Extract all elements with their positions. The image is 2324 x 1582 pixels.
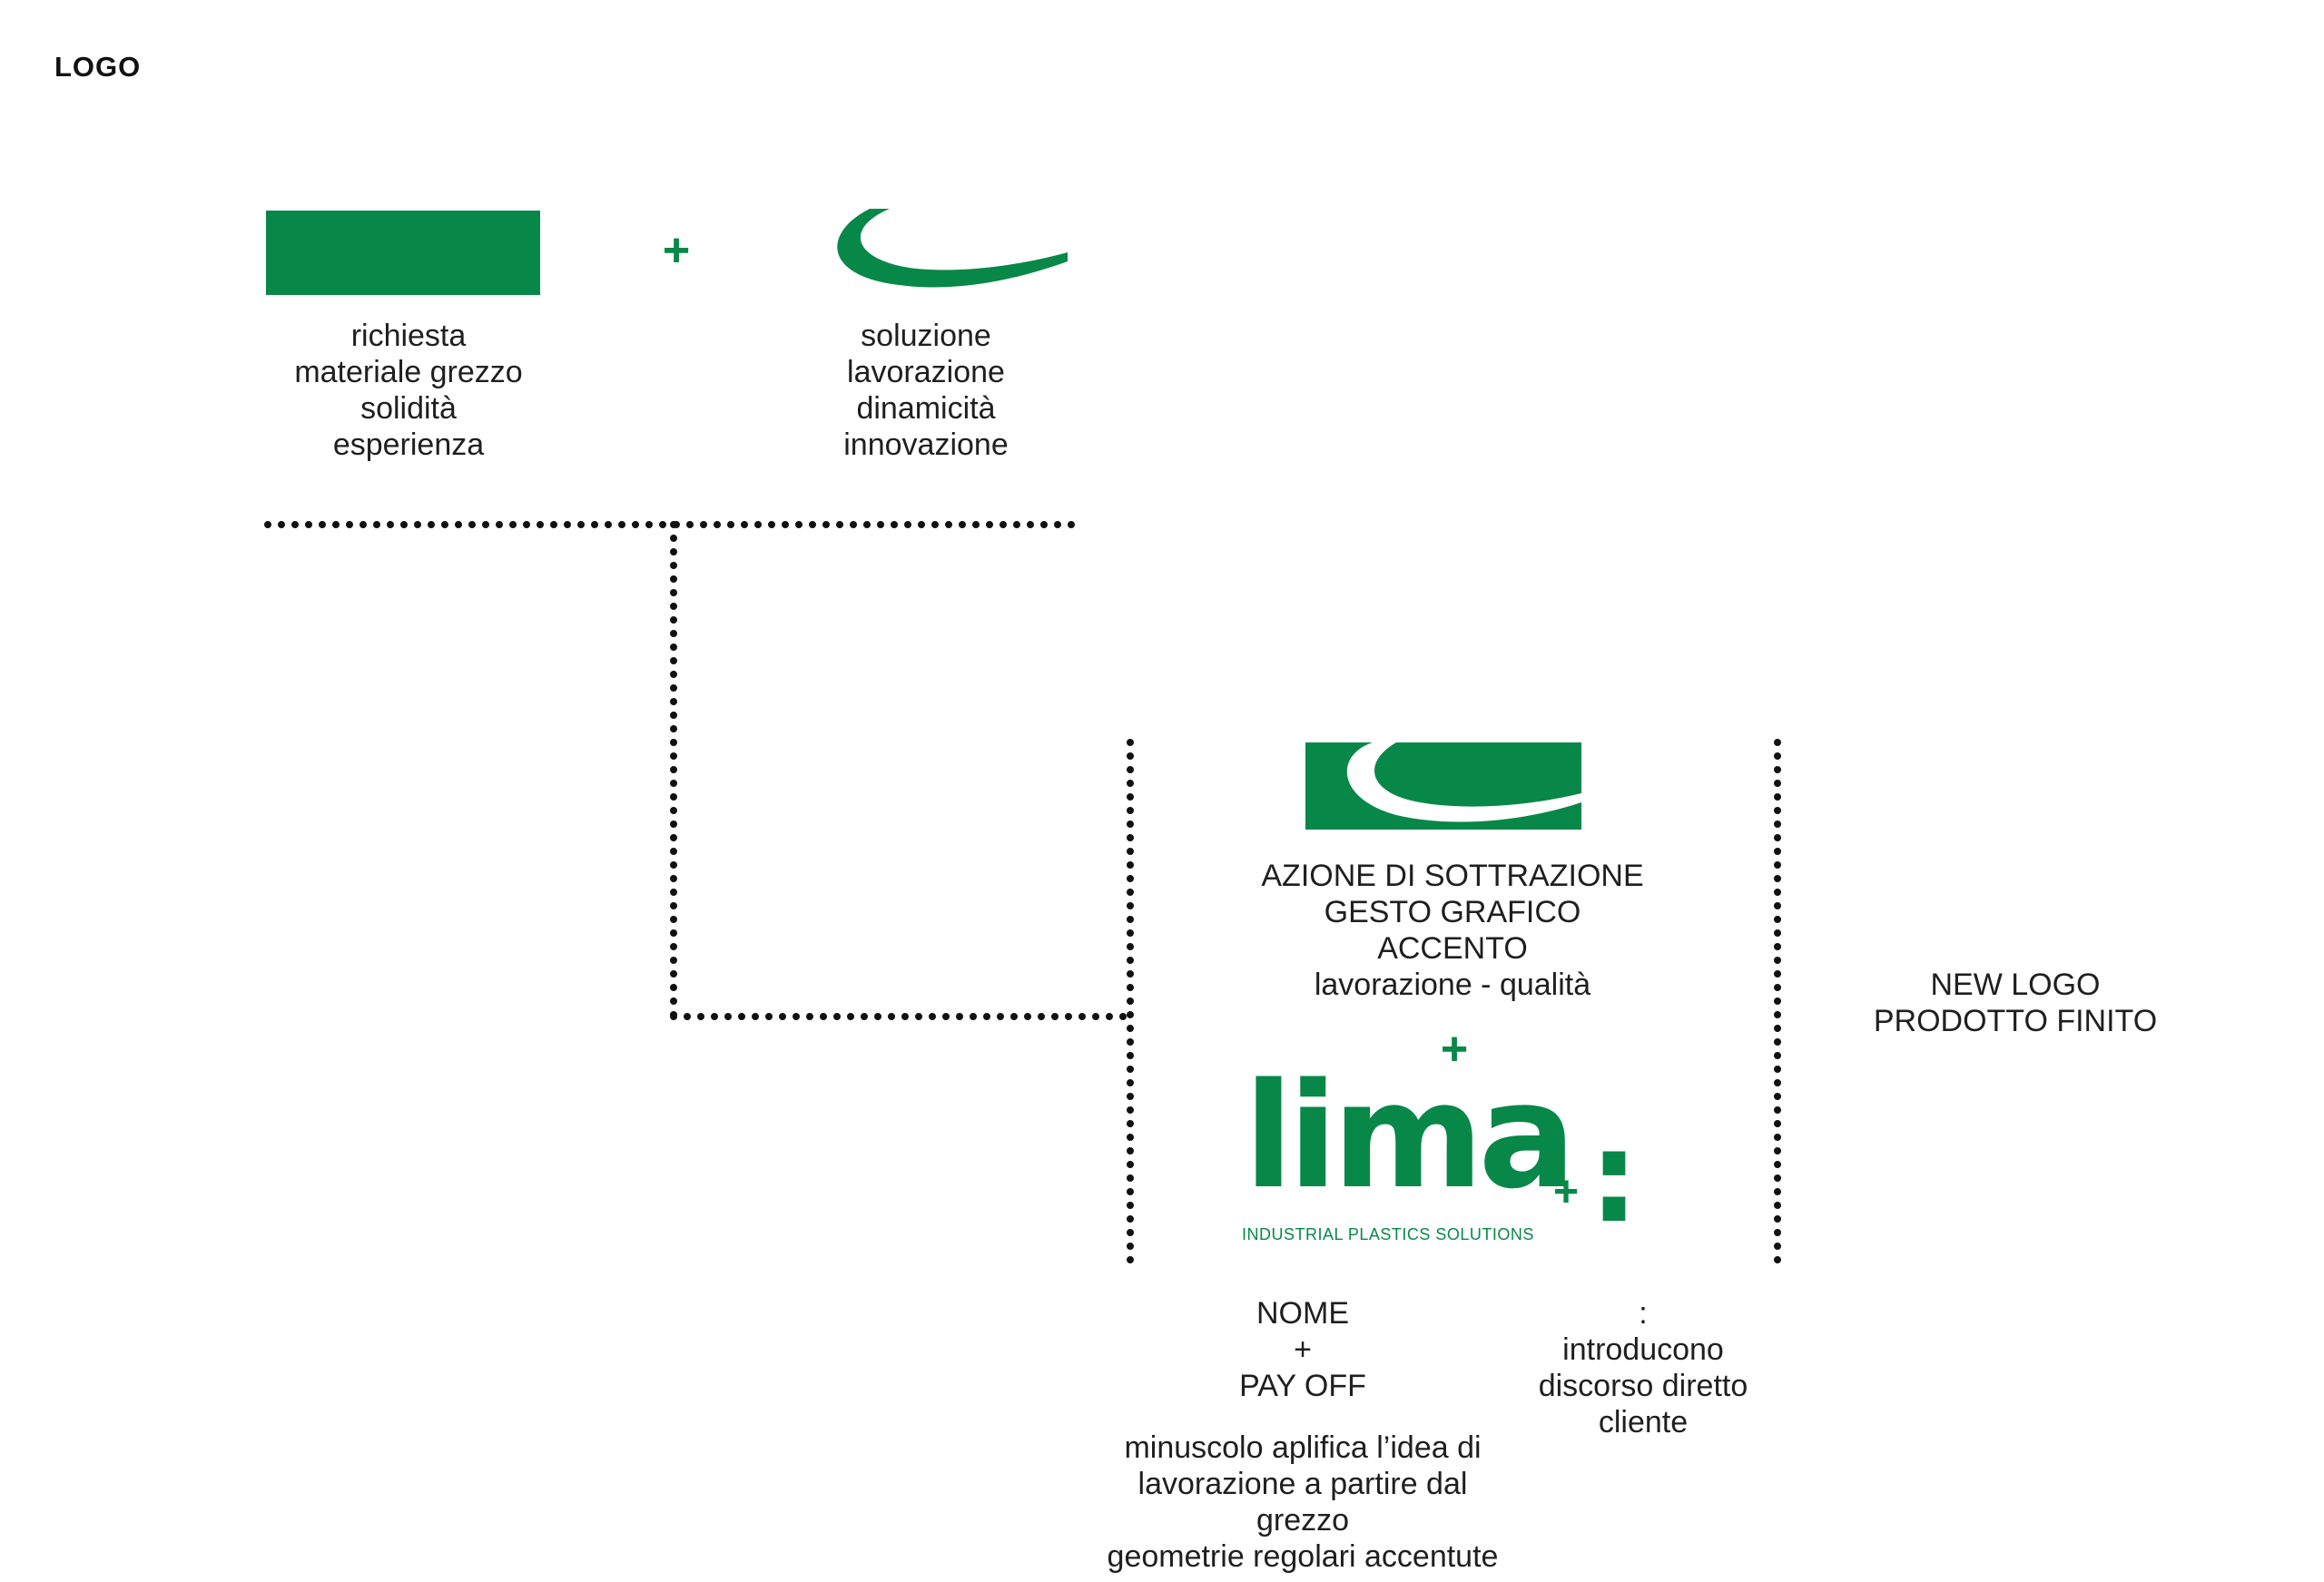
caption-line: lavorazione - qualità <box>1314 968 1591 1002</box>
caption-line: lavorazione <box>847 355 1005 389</box>
lowercase-note: minuscolo aplifica l’idea di lavorazione… <box>1053 1430 1552 1575</box>
plus-symbol: + <box>662 224 691 277</box>
caption-line: esperienza <box>332 427 485 462</box>
caption-line: innovazione <box>843 427 1009 462</box>
caption-line: : <box>1639 1296 1648 1331</box>
caption-line: GESTO GRAFICO <box>1324 895 1581 929</box>
combined-logo-mark <box>1305 742 1581 830</box>
swoosh-shape <box>837 209 1068 288</box>
caption-line: NEW LOGO <box>1930 968 2101 1002</box>
caption-line: ACCENTO <box>1377 931 1528 966</box>
caption-line: geometrie regolari accentute <box>1107 1539 1499 1574</box>
caption-line: + <box>1294 1332 1312 1367</box>
name-payoff-note: NOME + PAY OFF <box>1167 1295 1439 1404</box>
wordmark-plus: + <box>1552 1168 1580 1216</box>
left-element-caption: richiesta materiale grezzo solidità espe… <box>272 318 545 463</box>
page-title: LOGO <box>54 51 142 83</box>
caption-line: PAY OFF <box>1239 1369 1366 1403</box>
caption-line: minuscolo aplifica l’idea di <box>1124 1430 1482 1465</box>
raw-material-rectangle <box>266 211 540 295</box>
colon-note: : introducono discorso diretto cliente <box>1507 1295 1779 1440</box>
caption-line: AZIONE DI SOTTRAZIONE <box>1261 859 1644 893</box>
caption-line: soluzione <box>861 319 991 353</box>
right-element-caption: soluzione lavorazione dinamicità innovaz… <box>790 318 1062 463</box>
lima-wordmark: lima INDUSTRIAL PLASTICS SOLUTIONS <box>1242 1064 1625 1253</box>
mark-swoosh-cut <box>1346 742 1581 822</box>
wordmark-payoff: INDUSTRIAL PLASTICS SOLUTIONS <box>1242 1225 1534 1243</box>
swoosh-mark <box>837 209 1068 288</box>
wordmark-name: lima <box>1244 1051 1576 1221</box>
new-logo-label: NEW LOGO PRODOTTO FINITO <box>1852 967 2179 1039</box>
caption-line: lavorazione a partire dal <box>1137 1467 1468 1501</box>
caption-line: richiesta <box>350 319 467 353</box>
caption-line: grezzo <box>1256 1503 1350 1538</box>
caption-line: NOME <box>1256 1296 1349 1331</box>
caption-line: solidità <box>360 391 457 426</box>
wordmark-colon: : <box>1589 1104 1640 1252</box>
caption-line: materiale grezzo <box>294 355 523 389</box>
caption-line: introducono <box>1562 1332 1724 1367</box>
caption-line: PRODOTTO FINITO <box>1873 1004 2158 1038</box>
combined-mark-caption: AZIONE DI SOTTRAZIONE GESTO GRAFICO ACCE… <box>1226 858 1679 1003</box>
caption-line: cliente <box>1598 1405 1689 1440</box>
caption-line: dinamicità <box>856 391 996 426</box>
plus-symbol: + <box>1440 1023 1469 1076</box>
caption-line: discorso diretto <box>1538 1369 1748 1403</box>
